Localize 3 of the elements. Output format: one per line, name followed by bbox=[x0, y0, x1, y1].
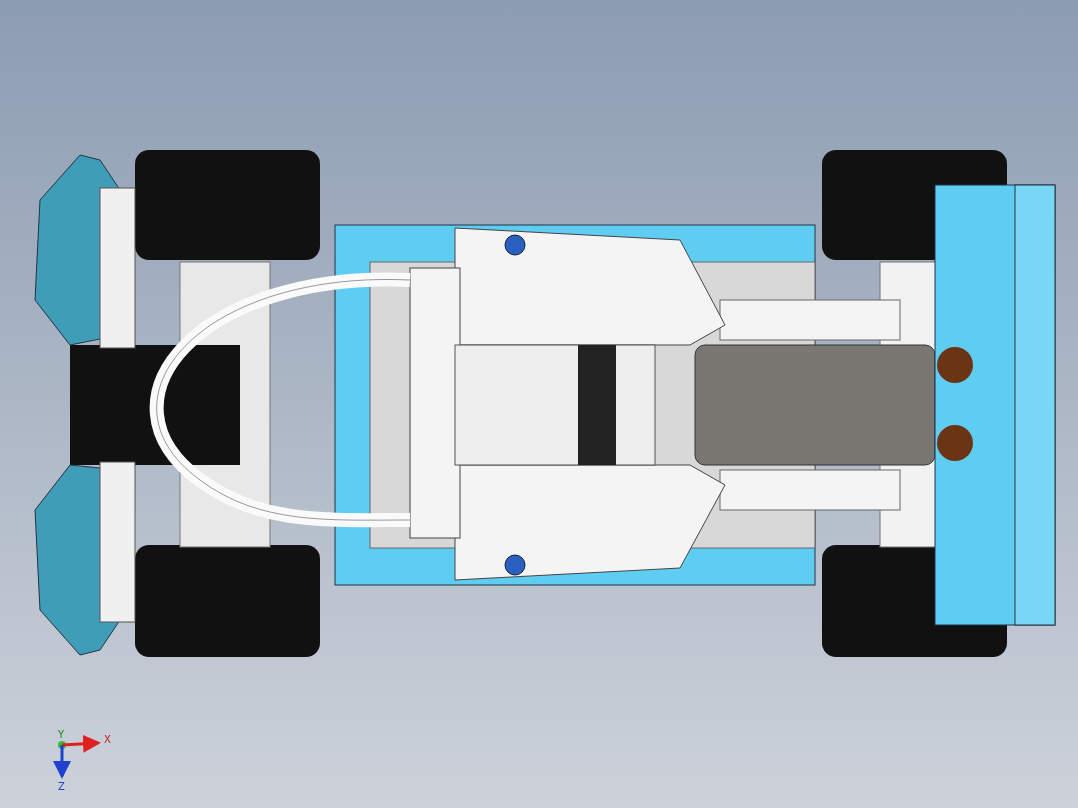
axis-label: X bbox=[104, 735, 111, 745]
axis-label: Z bbox=[58, 782, 65, 792]
axis-label: Y bbox=[58, 730, 65, 740]
